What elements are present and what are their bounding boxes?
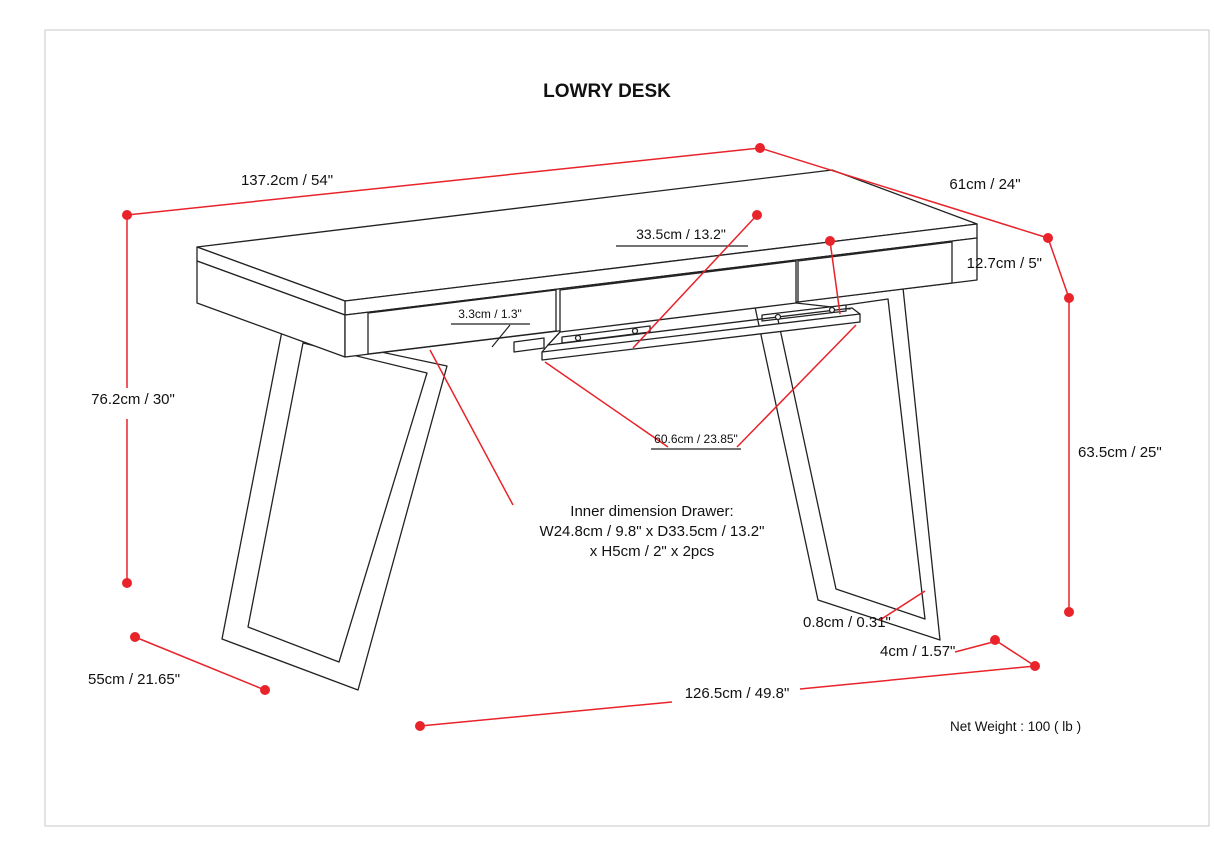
leader-leg-bar-width: [954, 641, 994, 653]
dim-label-leg-height: 63.5cm / 25": [1078, 444, 1162, 461]
dimension-point: [990, 635, 1000, 645]
dim-label-leg-thickness: 0.8cm / 0.31": [803, 614, 891, 631]
dimension-points: [122, 143, 1074, 731]
drawer-note-line2: W24.8cm / 9.8" x D33.5cm / 13.2": [540, 523, 765, 540]
tray-board-right-cap: [851, 307, 861, 315]
net-weight-label: Net Weight : 100 ( lb ): [950, 719, 1081, 734]
leader-leg-thickness: [879, 590, 926, 621]
dim-line-desk-width: [126, 147, 761, 216]
dimension-labels: LOWRY DESK 137.2cm / 54" 61cm / 24" 33.5…: [88, 81, 1162, 734]
dim-label-slide-height: 3.3cm / 1.3": [458, 307, 522, 321]
dimension-point: [1043, 233, 1053, 243]
dimension-point: [752, 210, 762, 220]
dim-label-apron-height: 12.7cm / 5": [967, 255, 1042, 272]
dim-label-desk-height: 76.2cm / 30": [91, 391, 175, 408]
leader-drawer-note: [429, 349, 514, 506]
dim-label-tray-depth: 33.5cm / 13.2": [636, 226, 726, 242]
left-leg: [221, 330, 448, 691]
leader-slide-height: [491, 324, 511, 348]
tray-board-front: [541, 313, 861, 361]
callout-marks: [451, 245, 748, 450]
dimension-point: [755, 143, 765, 153]
dimension-point: [122, 210, 132, 220]
desk-drawing: [196, 169, 978, 691]
screw-icon: [631, 327, 639, 335]
screw-icon: [774, 313, 782, 321]
page-border: [44, 29, 1210, 827]
drawer-note-line3: x H5cm / 2" x 2pcs: [590, 543, 715, 560]
dimension-point: [1064, 293, 1074, 303]
drawer-note-line1: Inner dimension Drawer:: [570, 503, 733, 520]
slide-bracket: [513, 337, 545, 353]
dimension-point: [1030, 661, 1040, 671]
dim-line-leg-base-depth: [134, 636, 266, 691]
dimension-point: [122, 578, 132, 588]
dim-label-leg-span: 126.5cm / 49.8": [685, 685, 790, 702]
leader-tray-depth-right: [829, 240, 841, 315]
dim-label-desk-width: 137.2cm / 54": [241, 172, 333, 189]
dimension-lines: [126, 147, 1070, 727]
tray-board-left-cap: [541, 344, 549, 353]
dim-line-leg-bar: [994, 639, 1036, 667]
left-drawer-front: [367, 289, 557, 355]
dim-label-leg-bar-width: 4cm / 1.57": [880, 643, 955, 660]
leader-tray-depth-left: [632, 214, 758, 349]
dim-line-apron-height: [1047, 237, 1070, 299]
leader-tray-width-right: [736, 324, 857, 448]
dimension-point: [825, 236, 835, 246]
right-leg: [754, 287, 941, 641]
leader-tray-width-left: [544, 361, 669, 448]
tray-board-back-edge: [547, 307, 853, 346]
dim-label-desk-depth: 61cm / 24": [949, 176, 1020, 193]
dimension-point: [130, 632, 140, 642]
dim-label-leg-base-depth: 55cm / 21.65": [88, 671, 180, 688]
dimension-point: [260, 685, 270, 695]
dimension-point: [1064, 607, 1074, 617]
screw-icon: [828, 306, 836, 314]
page-title: LOWRY DESK: [543, 81, 671, 102]
dim-line-leg-span-right: [799, 665, 1036, 690]
dimension-point: [415, 721, 425, 731]
dim-label-tray-width: 60.6cm / 23.85": [654, 432, 738, 446]
dim-line-desk-depth: [759, 147, 1049, 239]
screw-icon: [574, 334, 582, 342]
tray-support-line-left: [547, 331, 561, 346]
dim-line-leg-span-left: [419, 701, 673, 727]
